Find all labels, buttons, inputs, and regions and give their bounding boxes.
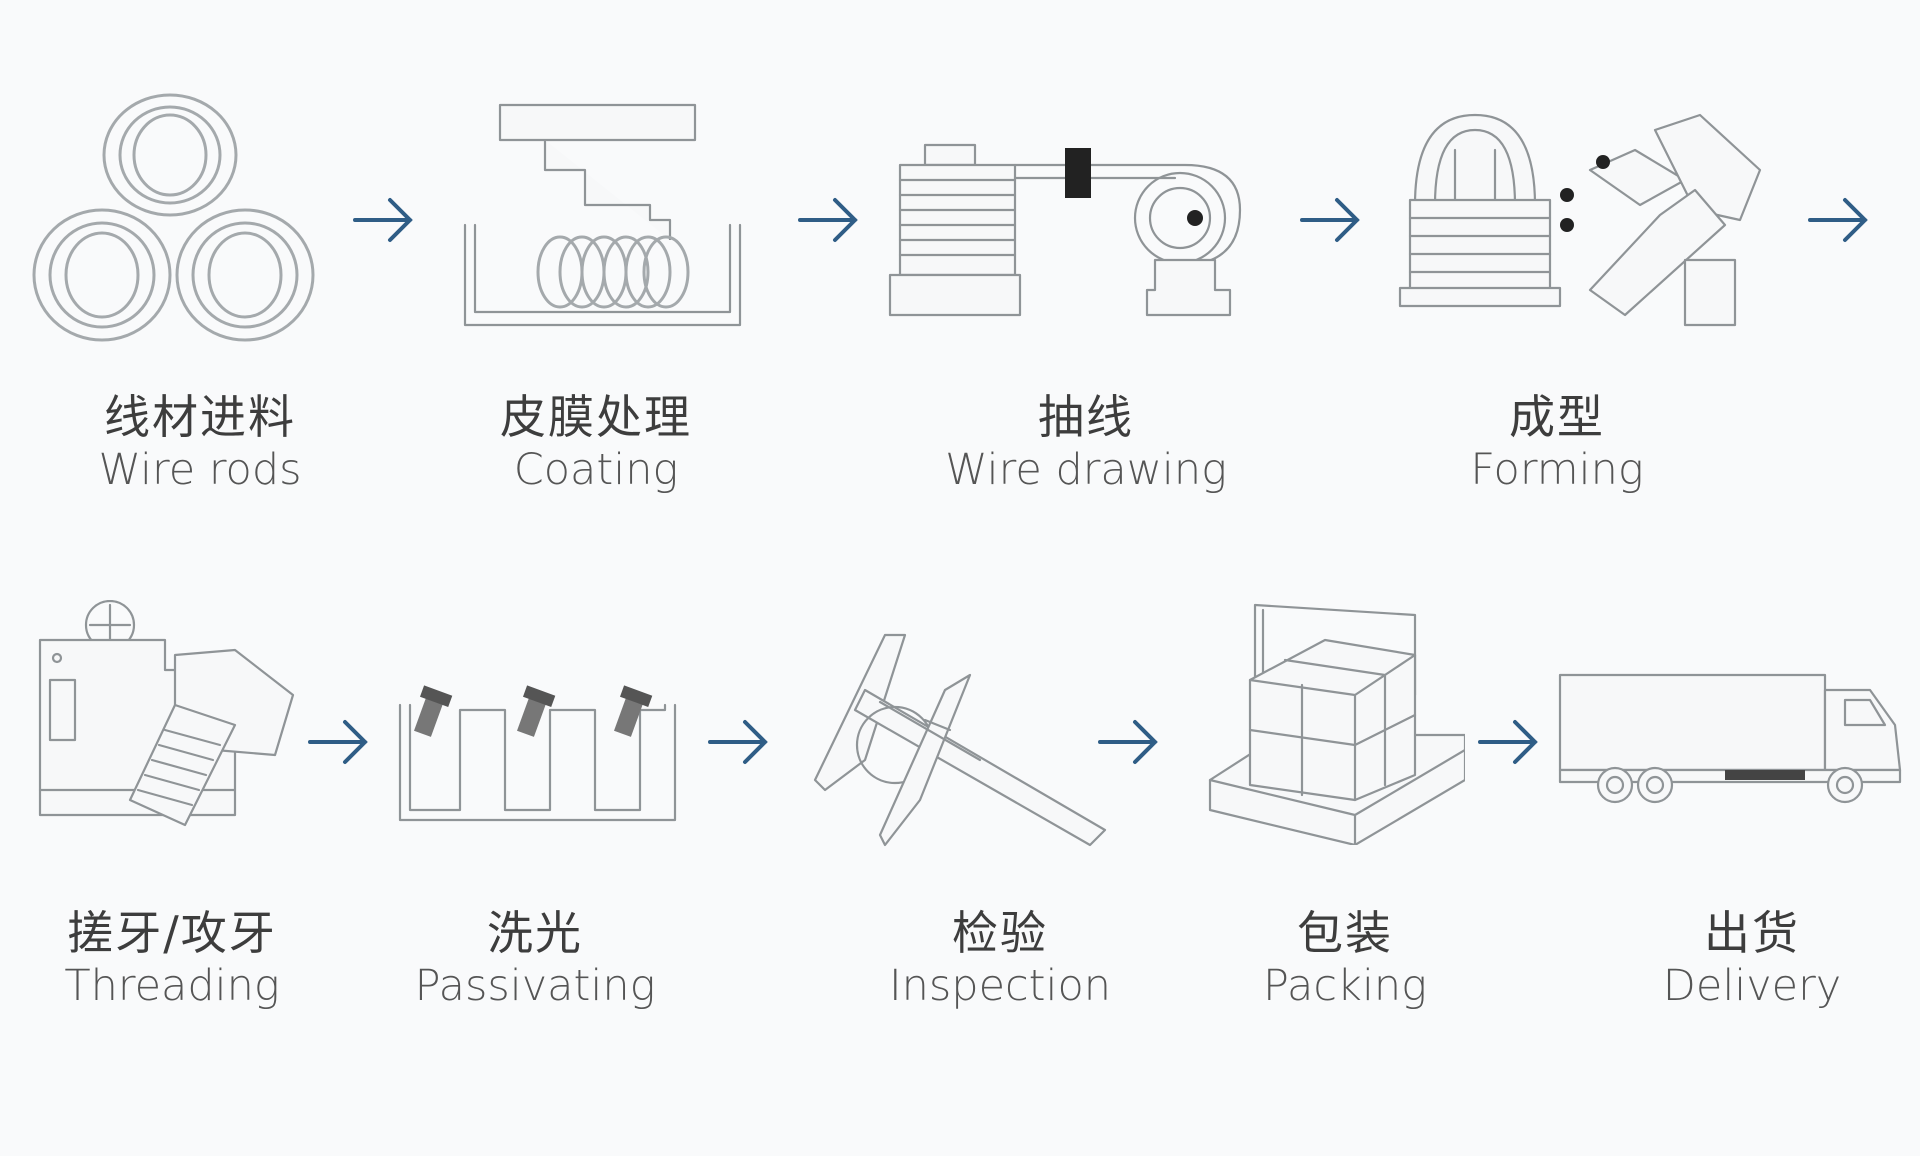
step-title-en: Wire rods <box>98 445 302 495</box>
step-title-en: Delivery <box>1662 961 1842 1011</box>
arrow-right-icon <box>305 712 375 772</box>
step-label-wire-drawing: 抽线 Wire drawing <box>945 390 1227 496</box>
arrow-right-icon <box>1297 190 1367 250</box>
coating-tank-icon <box>460 100 745 330</box>
arrow-right-icon <box>1475 712 1545 772</box>
step-title-zh: 出货 <box>1704 906 1800 960</box>
step-title-en: Inspection <box>888 961 1112 1011</box>
step-title-zh: 洗光 <box>486 906 583 960</box>
step-title-en: Packing <box>1263 961 1427 1011</box>
wire-drawing-machine-icon <box>885 140 1255 320</box>
step-label-threading: 搓牙/攻牙 Threading <box>64 906 279 1012</box>
arrow-right-icon <box>1095 712 1165 772</box>
step-label-coating: 皮膜处理 Coating <box>500 390 692 496</box>
wire-rods-icon <box>30 80 320 350</box>
step-label-delivery: 出货 Delivery <box>1663 906 1842 1012</box>
step-title-zh: 包装 <box>1297 906 1393 960</box>
step-title-zh: 搓牙/攻牙 <box>67 906 277 960</box>
step-label-packing: 包装 Packing <box>1263 906 1427 1012</box>
arrow-right-icon <box>1805 190 1875 250</box>
step-title-zh: 线材进料 <box>104 390 296 444</box>
step-title-en: Threading <box>64 961 280 1011</box>
step-label-inspection: 检验 Inspection <box>889 906 1111 1012</box>
arrow-right-icon <box>350 190 420 250</box>
step-label-passivating: 洗光 Passivating <box>415 906 656 1012</box>
step-label-forming: 成型 Forming <box>1470 390 1643 496</box>
step-label-wire-rods: 线材进料 Wire rods <box>98 390 301 496</box>
arrow-right-icon <box>705 712 775 772</box>
step-title-zh: 成型 <box>1508 390 1605 444</box>
step-title-zh: 抽线 <box>1038 390 1134 444</box>
step-title-zh: 检验 <box>951 906 1048 960</box>
passivating-tank-icon <box>395 685 680 825</box>
step-title-en: Coating <box>513 445 679 495</box>
packing-box-icon <box>1205 600 1465 845</box>
caliper-icon <box>805 630 1115 850</box>
step-title-en: Wire drawing <box>945 445 1227 495</box>
forming-machine-icon <box>1395 110 1775 330</box>
step-title-en: Passivating <box>414 961 656 1011</box>
step-title-en: Forming <box>1470 445 1644 495</box>
delivery-truck-icon <box>1555 670 1905 805</box>
arrow-right-icon <box>795 190 865 250</box>
threading-machine-icon <box>35 600 305 830</box>
step-title-zh: 皮膜处理 <box>500 390 692 444</box>
